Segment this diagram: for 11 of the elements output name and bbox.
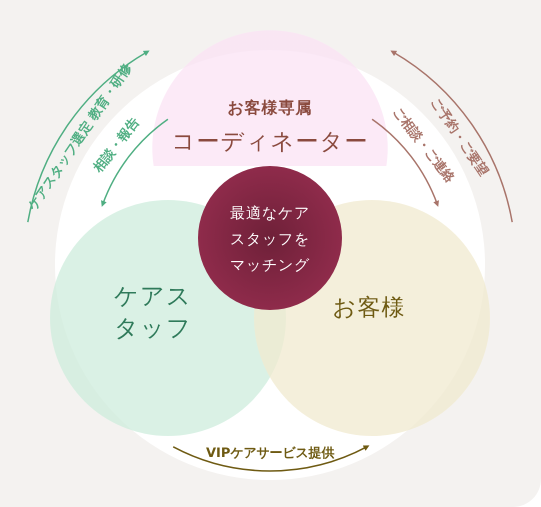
curved-arrow: [372, 118, 439, 207]
circle-text: 最適なケアスタッフをマッチング: [229, 203, 311, 276]
curved-arrow: [101, 118, 168, 207]
edge-label: VIPケアサービス提供: [206, 445, 334, 462]
circle-title: ケアスタッフ: [113, 281, 193, 344]
circle-title: コーディネーター: [172, 128, 368, 157]
curved-arrow: [172, 445, 370, 472]
circle-subtitle: お客様専属: [228, 98, 312, 119]
curved-arrow: [390, 50, 513, 222]
circle-title: お客様: [332, 294, 406, 323]
curved-arrow: [27, 50, 150, 222]
